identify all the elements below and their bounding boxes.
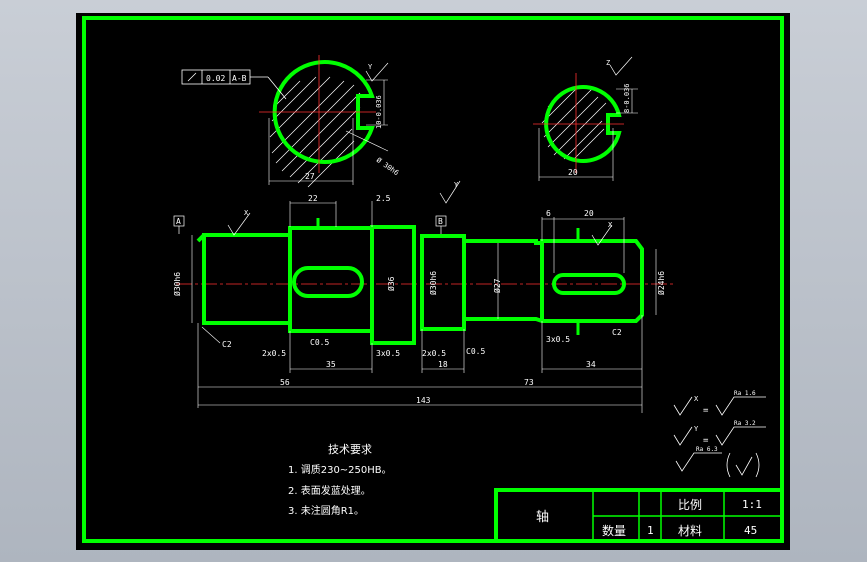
qty-label: 数量 [602,523,626,538]
length-2: 18 [438,360,448,369]
drawing-sheet: 0.02 A-B 27 10-0.036 Ø 30h6 Y [76,13,790,550]
length-3: 34 [586,360,596,369]
scale-label: 比例 [678,498,702,512]
section-b-width: 20 [568,168,578,177]
tech-item-2: 2. 表面发蓝处理。 [288,484,371,497]
shaft-view: Ø30h6 Ø36 Ø30h6 Ø27 Ø24h6 A B X Y X 22 2… [172,180,676,413]
chamfer-2: C0.5 [310,338,329,347]
material-label: 材料 [678,524,702,538]
tech-title: 技术要求 [328,443,372,456]
svg-text:=: = [703,436,709,446]
shaft-drawing: 0.02 A-B 27 10-0.036 Ø 30h6 Y [82,16,784,543]
tech-item-1: 1. 调质230~250HB。 [288,464,392,476]
dim-top-3: 6 [546,209,551,218]
tech-item-3: 3. 未注圆角R1。 [288,504,364,517]
legend-x-symbol: X [694,395,699,403]
chamfer-4: C2 [612,328,622,337]
dim-top-1: 22 [308,194,318,203]
title-block: 轴 比例 1:1 数量 1 材料 45 [494,488,784,543]
legend-y-value: Ra 3.2 [734,420,756,427]
shaft-left-outline [202,225,416,345]
drawing-frame [82,16,784,543]
tech-requirements: 技术要求 1. 调质230~250HB。 2. 表面发蓝处理。 3. 未注圆角R… [288,443,392,517]
chamfer-3: C0.5 [466,347,485,356]
svg-text:=: = [703,406,709,416]
datum-b: B [438,217,443,226]
dim-top-4: 20 [584,209,594,218]
section-a-outline [272,60,375,164]
groove-2: 3x0.5 [376,349,400,358]
groove-1: 2x0.5 [262,349,286,358]
datum-a: A [176,217,181,226]
diameter-4: Ø27 [492,278,502,293]
diameter-2: Ø36 [386,276,396,291]
section-b-roughness: Z [606,59,610,67]
section-a: 0.02 A-B 27 10-0.036 Ø 30h6 Y [181,55,400,188]
overall-left: 56 [280,378,290,387]
roughness-x-2: X [608,221,613,229]
tolerance-datum: A-B [232,74,247,83]
legend-other-value: Ra 6.3 [696,446,718,453]
legend-y-symbol: Y [694,425,699,433]
overall-total: 143 [416,396,431,405]
section-a-roughness: Y [368,63,373,71]
keyway-right [552,273,626,295]
keyway-left [292,266,364,298]
part-name: 轴 [536,510,549,525]
tolerance-frame: 0.02 A-B [181,69,287,100]
length-1: 35 [326,360,336,369]
tolerance-value: 0.02 [206,74,225,83]
groove-3: 2x0.5 [422,349,446,358]
dim-top-2: 2.5 [376,194,391,203]
section-b: 20 8-0.036 Z [533,56,638,181]
qty-value: 1 [647,524,654,537]
diameter-3: Ø30h6 [428,271,438,295]
chamfer-1: C2 [222,340,232,349]
overall-right: 73 [524,378,534,387]
scale-value: 1:1 [742,498,762,511]
diameter-1: Ø30h6 [172,272,182,296]
roughness-y-1: Y [454,181,459,189]
diameter-5: Ø24h6 [656,271,666,295]
section-b-depth: 8-0.036 [623,83,631,113]
section-a-depth: 10-0.036 [375,95,383,129]
roughness-x-1: X [244,209,249,217]
shaft-right-outline [420,234,644,331]
section-a-width: 27 [305,172,315,181]
section-a-diameter: Ø 30h6 [375,156,400,177]
groove-4: 3x0.5 [546,335,570,344]
legend-x-value: Ra 1.6 [734,390,756,397]
roughness-legend: X = Ra 1.6 Y = Ra 3.2 Ra 6.3 [673,390,766,478]
material-value: 45 [744,524,757,537]
section-b-outline [544,85,622,163]
